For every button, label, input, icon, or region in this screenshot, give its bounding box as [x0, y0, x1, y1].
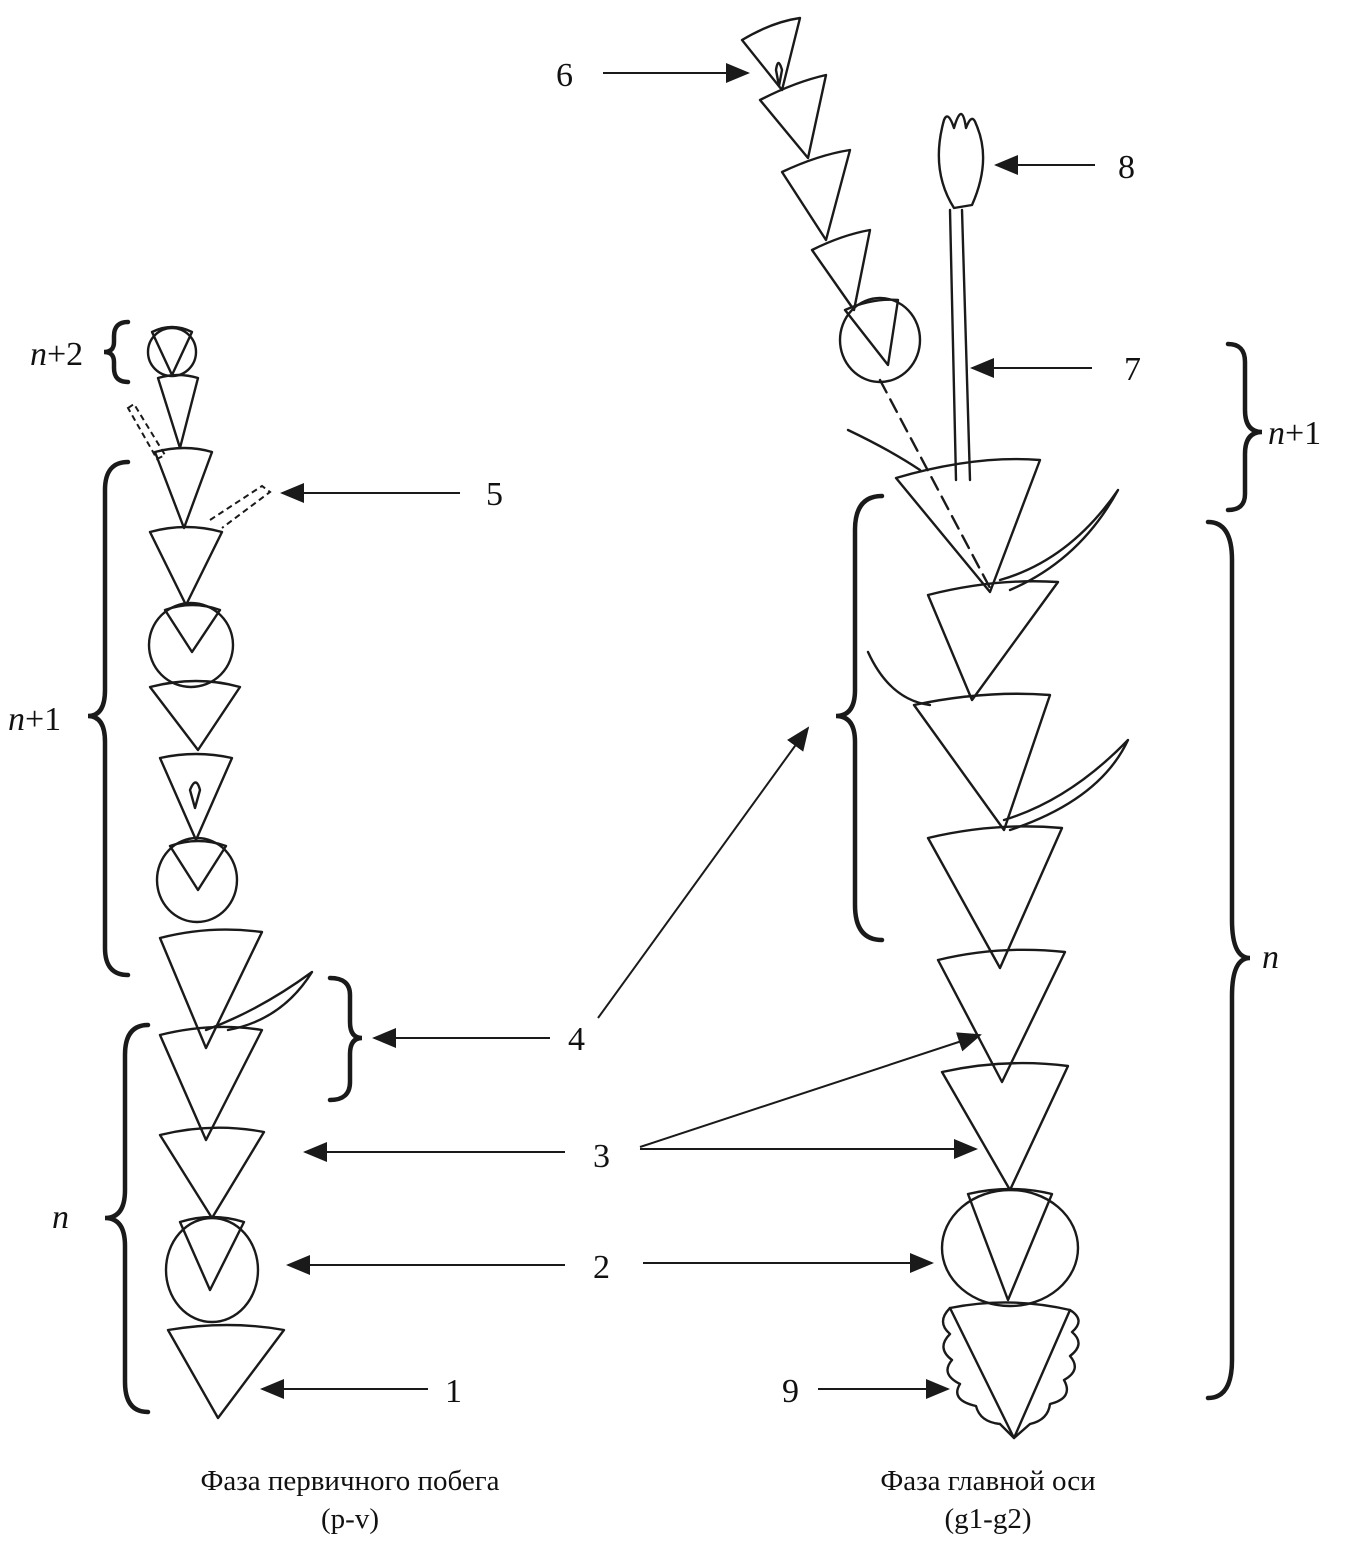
- bud-top: [148, 327, 196, 376]
- scale-9: [943, 1302, 1079, 1438]
- bud-left-lower: [157, 838, 237, 922]
- bracket-right-n: [1208, 522, 1250, 1398]
- arrow-3-right-high: [640, 1035, 980, 1147]
- label-3: 3: [593, 1138, 610, 1175]
- caption-right-line2: (g1-g2): [945, 1503, 1032, 1535]
- label-5: 5: [486, 476, 503, 513]
- bracket-right-n1: [1228, 344, 1262, 510]
- label-left-n2: n+2: [30, 336, 83, 373]
- label-1: 1: [445, 1373, 462, 1410]
- main-axis: [742, 18, 1128, 1438]
- bud-upper-branch: [840, 298, 920, 382]
- bracket-left-n1: [88, 462, 128, 975]
- arrows: [262, 73, 1095, 1389]
- primary-shoot: [128, 327, 312, 1418]
- caption-left-line1: Фаза первичного побега: [200, 1465, 499, 1497]
- label-right-n: n: [1262, 939, 1279, 976]
- caption-left-line2: (p-v): [321, 1503, 379, 1535]
- label-6: 6: [556, 57, 573, 94]
- arrow-4-right: [598, 728, 808, 1018]
- label-9: 9: [782, 1373, 799, 1410]
- label-left-n: n: [52, 1199, 69, 1236]
- captions: Фаза первичного побега (p-v) Фаза главно…: [200, 1465, 1095, 1535]
- label-2: 2: [593, 1249, 610, 1286]
- bracket-right-inner: [836, 496, 882, 940]
- bud-left-base: [166, 1217, 258, 1322]
- caption-right-line1: Фаза главной оси: [880, 1465, 1095, 1497]
- label-4: 4: [568, 1021, 585, 1058]
- brackets: [88, 322, 1262, 1412]
- label-7: 7: [1124, 351, 1141, 388]
- label-8: 8: [1118, 149, 1135, 186]
- bracket-left-n2: [104, 322, 128, 382]
- bracket-left-4: [330, 978, 362, 1100]
- label-right-n1: n+1: [1268, 415, 1321, 452]
- bud-right-base: [942, 1189, 1078, 1306]
- label-left-n1: n+1: [8, 701, 61, 738]
- bud-left-upper: [149, 603, 233, 687]
- bracket-left-n: [105, 1025, 148, 1412]
